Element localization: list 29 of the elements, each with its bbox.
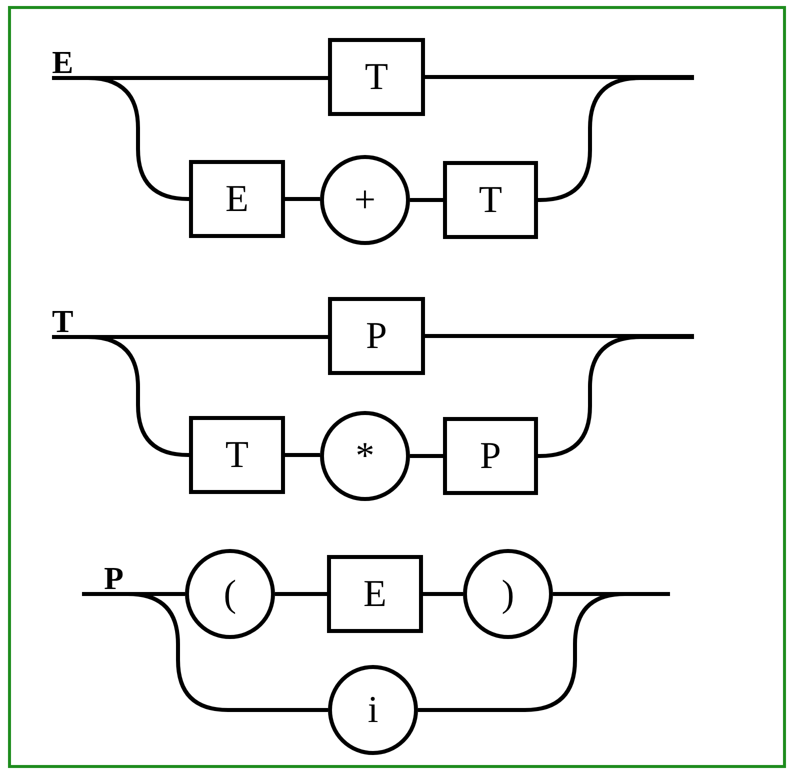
connector-line bbox=[425, 75, 694, 79]
connector-line bbox=[410, 198, 443, 202]
nonterminal-box: T bbox=[189, 416, 285, 494]
connector-line bbox=[425, 334, 694, 338]
nonterminal-box: E bbox=[189, 160, 285, 238]
nonterminal-box: P bbox=[328, 297, 425, 375]
terminal-circle: ) bbox=[463, 549, 553, 639]
connector-line bbox=[52, 76, 190, 201]
nonterminal-box: P bbox=[443, 417, 538, 495]
nonterminal-box: E bbox=[327, 555, 423, 633]
terminal-circle: i bbox=[328, 665, 418, 755]
rule-name: P bbox=[82, 560, 130, 594]
connector-line bbox=[423, 592, 463, 596]
connector-line bbox=[410, 454, 443, 458]
connector-line bbox=[285, 453, 320, 457]
connector-line bbox=[82, 592, 328, 712]
terminal-circle: + bbox=[320, 155, 410, 245]
connector-line bbox=[538, 335, 694, 458]
terminal-circle: * bbox=[320, 411, 410, 501]
connector-line bbox=[418, 592, 670, 712]
rule-name: E bbox=[52, 44, 78, 78]
terminal-circle: ( bbox=[185, 549, 275, 639]
connector-line bbox=[285, 197, 320, 201]
rule-name: T bbox=[52, 303, 78, 337]
nonterminal-box: T bbox=[328, 38, 425, 116]
nonterminal-box: T bbox=[443, 161, 538, 239]
connector-line bbox=[275, 592, 327, 596]
connector-line bbox=[52, 335, 190, 457]
connector-line bbox=[538, 76, 694, 202]
